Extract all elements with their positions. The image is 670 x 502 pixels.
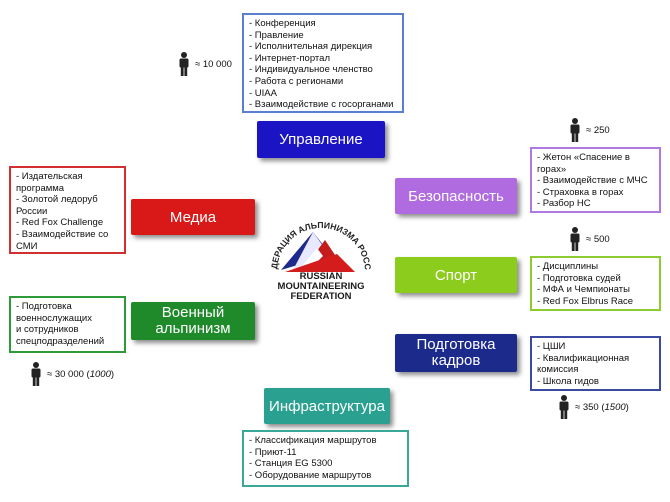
list-item: - UIAA (249, 87, 277, 99)
media-button[interactable]: Медиа (131, 199, 255, 235)
training-list: - ЦШИ - Квалификационная комиссия - Школ… (537, 341, 654, 387)
list-item: - Правление (249, 29, 304, 41)
training-box: - ЦШИ - Квалификационная комиссия - Школ… (530, 336, 661, 391)
list-item: - МФА и Чемпионаты (537, 284, 630, 296)
security-list: - Жетон «Спасение в горах» - Взаимодейст… (537, 152, 654, 210)
person-icon (569, 227, 581, 251)
sport-count: ≈ 500 (586, 233, 610, 245)
sport-members: ≈ 500 (569, 227, 610, 251)
logo-line-1: RUSSIAN (299, 271, 343, 282)
military-button[interactable]: Военный альпинизм (131, 302, 255, 340)
list-item: - ЦШИ (537, 341, 566, 352)
list-item: - Взаимодействие со СМИ (16, 228, 109, 252)
list-item: - Подготовка судей (537, 272, 621, 284)
media-box: - Издательская программа - Золотой ледор… (9, 166, 126, 254)
sport-label: Спорт (434, 266, 478, 284)
management-label: Управление (279, 131, 363, 148)
list-item: - Подготовка военнослужащих и сотруднико… (16, 301, 105, 347)
person-icon (558, 395, 570, 419)
training-label: Подготовка кадров (416, 336, 496, 369)
person-icon (569, 118, 581, 142)
media-label: Медиа (169, 208, 217, 226)
management-box: - Конференция - Правление - Исполнительн… (242, 13, 404, 113)
list-item: - Квалификационная комиссия (537, 352, 630, 376)
logo-caption: RUSSIAN MOUNTAINEERING FEDERATION (268, 272, 374, 302)
logo-line-3: FEDERATION (290, 291, 352, 302)
media-list: - Издательская программа - Золотой ледор… (16, 171, 119, 252)
infrastructure-box: - Классификация маршрутов - Приют-11 - С… (242, 430, 409, 487)
list-item: - Конференция (249, 18, 316, 29)
list-item: - Red Fox Challenge (16, 217, 104, 229)
infrastructure-list: - Классификация маршрутов - Приют-11 - С… (249, 435, 402, 481)
list-item: - Приют-11 (249, 446, 297, 458)
military-list: - Подготовка военнослужащих и сотруднико… (16, 301, 119, 347)
training-count: ≈ 350 (1500) (575, 401, 629, 413)
list-item: - Станция EG 5300 (249, 458, 333, 470)
sport-button[interactable]: Спорт (395, 257, 517, 293)
management-members: ≈ 10 000 (178, 52, 232, 76)
training-members: ≈ 350 (1500) (558, 395, 629, 419)
logo-line-2: MOUNTAINEERING (277, 281, 365, 292)
list-item: - Классификация маршрутов (249, 435, 377, 446)
list-item: - Исполнительная дирекция (249, 41, 373, 53)
security-box: - Жетон «Спасение в горах» - Взаимодейст… (530, 147, 661, 213)
list-item: - Red Fox Elbrus Race (537, 295, 634, 307)
list-item: - Работа с регионами (249, 75, 344, 87)
security-label: Безопасность (408, 187, 504, 205)
military-count: ≈ 30 000 (1000) (47, 368, 115, 380)
list-item: - Разбор НС (537, 198, 591, 210)
military-box: - Подготовка военнослужащих и сотруднико… (9, 296, 126, 353)
security-count: ≈ 250 (586, 124, 610, 136)
list-item: - Школа гидов (537, 375, 599, 387)
list-item: - Взаимодействие с госорганами (249, 99, 394, 111)
list-item: - Индивидуальное членство (249, 64, 373, 76)
list-item: - Жетон «Спасение в горах» (537, 152, 630, 175)
management-count: ≈ 10 000 (195, 58, 232, 70)
security-button[interactable]: Безопасность (395, 178, 517, 214)
list-item: - Страховка в горах (537, 186, 624, 198)
list-item: - Взаимодействие с МЧС (537, 175, 648, 187)
list-item: - Оборудование маршрутов (249, 469, 372, 481)
federation-logo: ФЕДЕРАЦИЯ АЛЬПИНИЗМА РОССИИ (263, 210, 373, 272)
list-item: - Издательская программа (16, 171, 83, 194)
military-label: Военный альпинизм (155, 304, 231, 337)
sport-list: - Дисциплины - Подготовка судей - МФА и … (537, 261, 654, 307)
list-item: - Дисциплины (537, 261, 599, 272)
infrastructure-label: Инфраструктура (269, 397, 385, 415)
sport-box: - Дисциплины - Подготовка судей - МФА и … (530, 256, 661, 311)
person-icon (178, 52, 190, 76)
security-members: ≈ 250 (569, 118, 610, 142)
list-item: - Интернет-портал (249, 52, 330, 64)
management-button[interactable]: Управление (257, 121, 385, 158)
management-list: - Конференция - Правление - Исполнительн… (249, 18, 397, 111)
training-button[interactable]: Подготовка кадров (395, 334, 517, 372)
list-item: - Золотой ледоруб России (16, 194, 98, 217)
military-members: ≈ 30 000 (1000) (30, 362, 114, 386)
person-icon (30, 362, 42, 386)
infrastructure-button[interactable]: Инфраструктура (264, 388, 390, 424)
